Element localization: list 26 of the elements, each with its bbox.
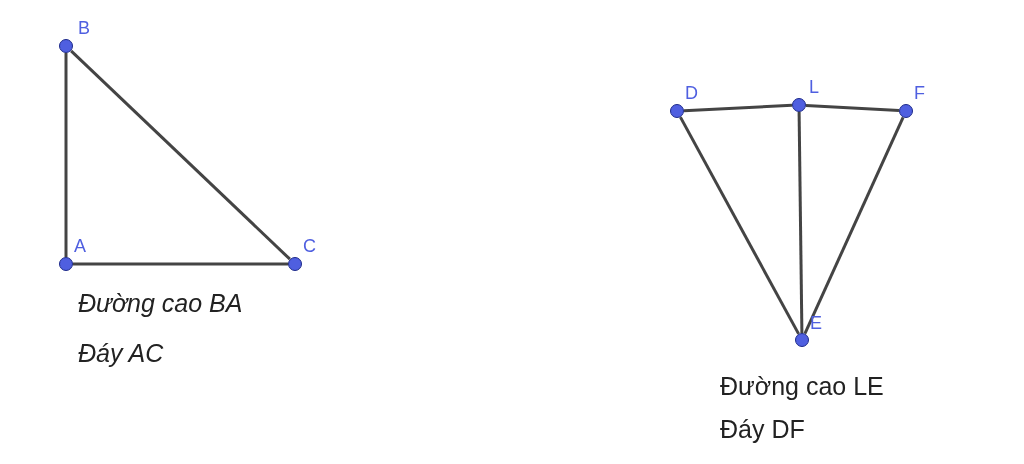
point-dot xyxy=(59,39,73,53)
caption-text: Đường cao BA xyxy=(78,288,243,318)
point-dot xyxy=(899,104,913,118)
point-dot xyxy=(792,98,806,112)
line-segment xyxy=(64,53,68,257)
point-label: E xyxy=(810,313,822,333)
line-segment xyxy=(73,262,288,266)
caption-text: Đáy AC xyxy=(78,338,164,368)
point-dot xyxy=(670,104,684,118)
caption-text: Đường cao LE xyxy=(720,371,884,401)
line-segment xyxy=(683,103,793,113)
line-segment xyxy=(797,111,804,334)
line-segment xyxy=(679,116,800,335)
point-label: C xyxy=(303,236,316,256)
line-segment xyxy=(70,49,291,261)
caption-text: Đáy DF xyxy=(720,414,805,444)
line-segment xyxy=(805,103,900,113)
line-segment xyxy=(803,116,905,335)
point-label: A xyxy=(74,236,86,256)
point-label: B xyxy=(78,18,90,38)
point-dot xyxy=(59,257,73,271)
point-label: F xyxy=(914,83,925,103)
point-label: D xyxy=(685,83,698,103)
point-dot xyxy=(288,257,302,271)
point-label: L xyxy=(809,77,819,97)
point-dot xyxy=(795,333,809,347)
